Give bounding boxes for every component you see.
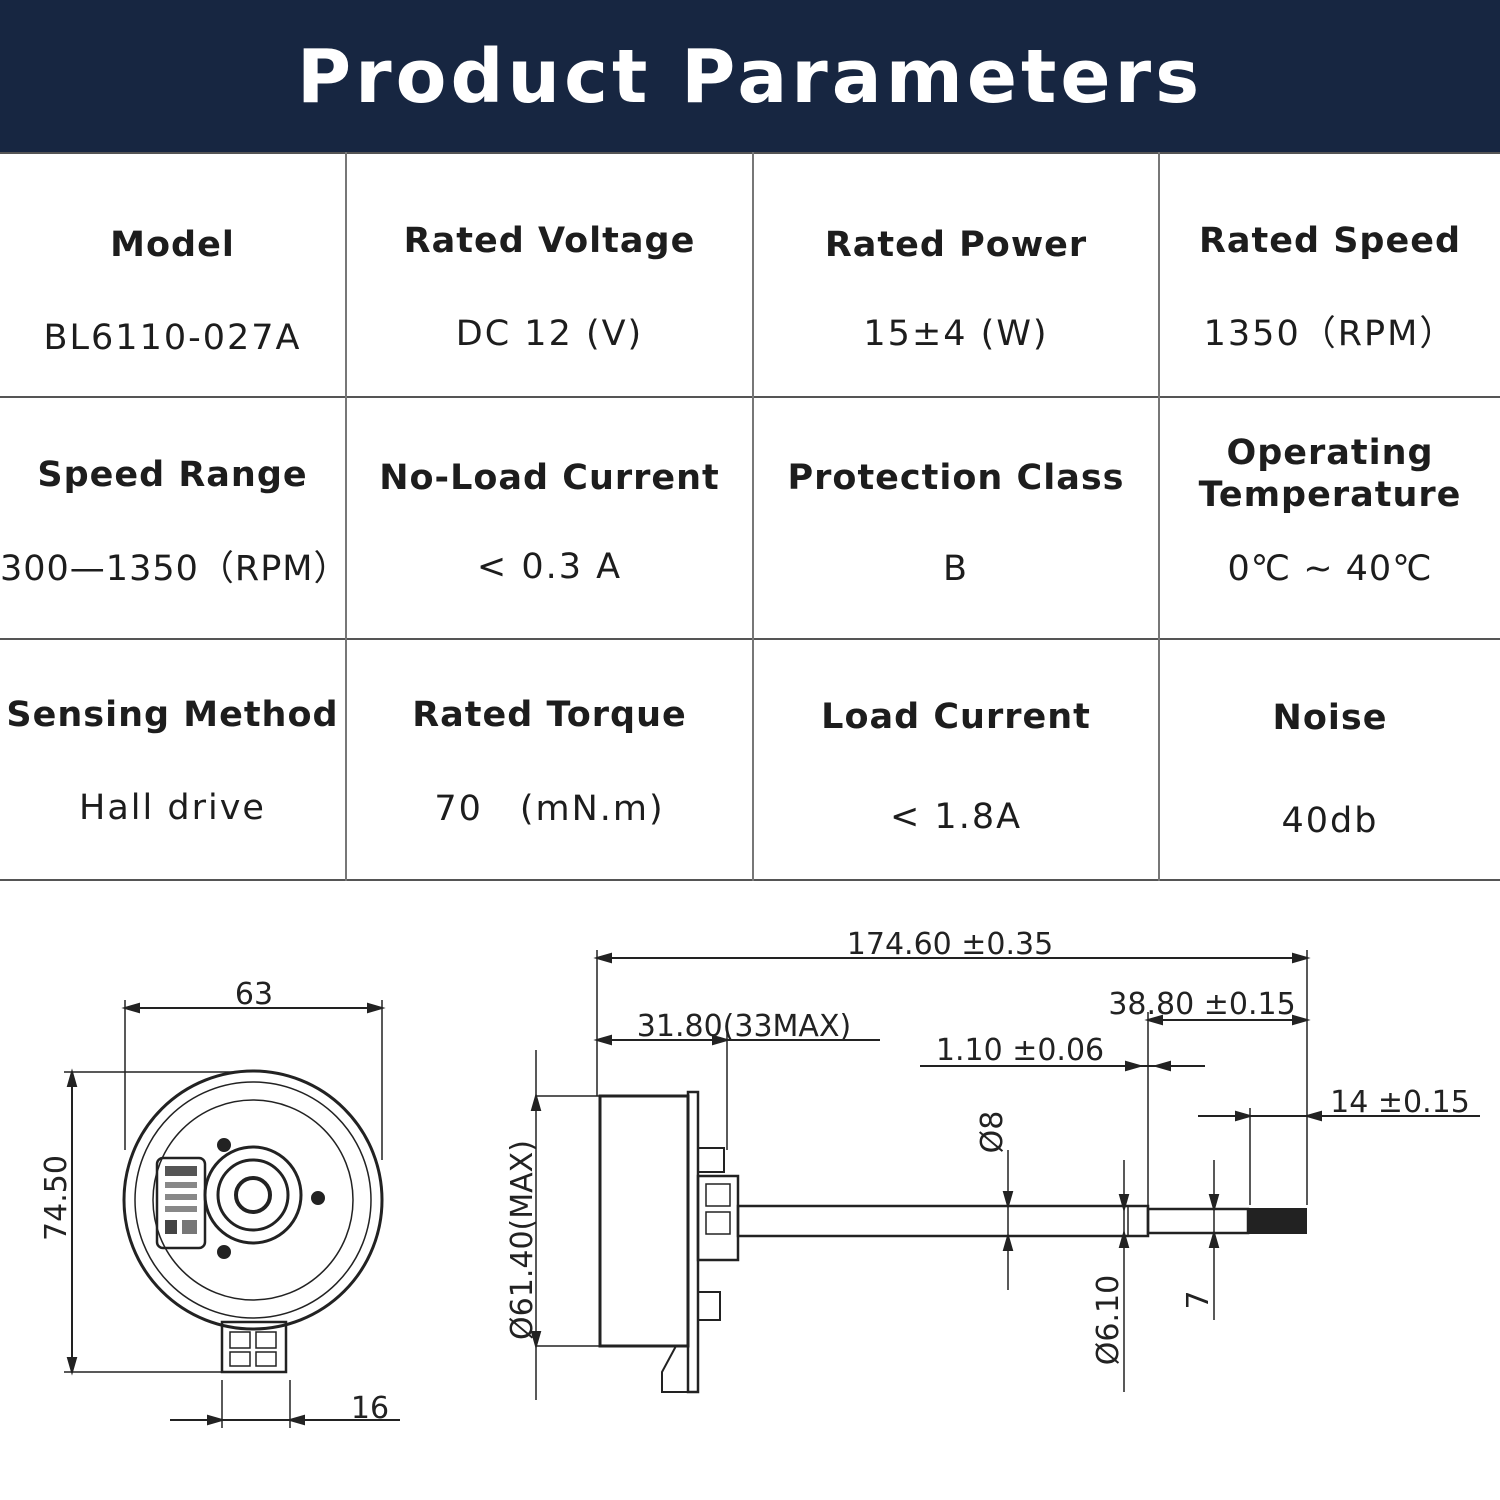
param-value: 1350（RPM）	[1203, 314, 1457, 354]
column-divider	[345, 152, 347, 881]
param-value: 300—1350（RPM）	[0, 549, 350, 589]
param-value: 70 (mN.m)	[434, 789, 665, 829]
param-label: Rated Speed	[1198, 221, 1462, 261]
column-divider	[752, 152, 754, 881]
param-cell-rated-voltage: Rated Voltage DC 12 (V)	[347, 152, 752, 396]
param-label: Protection Class	[787, 458, 1125, 498]
param-label: No-Load Current	[379, 458, 720, 498]
param-cell-operating-temperature: Operating Temperature 0℃ ~ 40℃	[1160, 398, 1500, 638]
dim-body-length-label: 31.80(33MAX)	[637, 1009, 851, 1044]
page-title: Product Parameters	[296, 34, 1204, 120]
param-value: 15±4 (W)	[863, 314, 1049, 354]
front-view	[64, 1000, 400, 1428]
param-value: < 1.8A	[889, 797, 1023, 837]
param-value: < 0.3 A	[476, 547, 623, 587]
param-cell-sensing-method: Sensing Method Hall drive	[0, 640, 345, 879]
param-label: Noise	[1272, 698, 1388, 738]
param-label: Load Current	[821, 697, 1091, 737]
param-label: Rated Voltage	[403, 221, 696, 261]
dim-neck-dia-label: Ø6.10	[1091, 1275, 1126, 1365]
dim-shaft-length-label: 38.80 ±0.15	[1108, 987, 1295, 1022]
param-cell-rated-speed: Rated Speed 1350（RPM）	[1160, 152, 1500, 396]
param-label: Sensing Method	[6, 695, 339, 735]
dim-connector-label: 16	[351, 1391, 389, 1426]
param-value: 0℃ ~ 40℃	[1227, 549, 1433, 589]
param-value: B	[942, 549, 969, 589]
table-border	[0, 152, 1500, 154]
row-divider	[0, 396, 1500, 398]
dim-body-dia-label: Ø61.40(MAX)	[505, 1140, 540, 1340]
dim-total-length-label: 174.60 ±0.35	[847, 927, 1053, 962]
dim-flat-label: 7	[1181, 1290, 1216, 1309]
param-value: Hall drive	[79, 788, 266, 828]
param-label: Rated Power	[824, 225, 1088, 265]
param-label: Model	[110, 225, 235, 265]
dim-step-label: 1.10 ±0.06	[936, 1033, 1104, 1068]
param-cell-speed-range: Speed Range 300—1350（RPM）	[0, 398, 350, 638]
param-cell-load-current: Load Current < 1.8A	[754, 640, 1158, 879]
row-divider	[0, 638, 1500, 640]
param-cell-no-load-current: No-Load Current < 0.3 A	[347, 398, 752, 638]
parameters-table: Model BL6110-027A Rated Voltage DC 12 (V…	[0, 152, 1500, 881]
technical-drawing: 63 74.50 16 174.60 ±0.35 38.80 ±0.15 31.…	[39, 927, 1480, 1428]
param-label: Rated Torque	[412, 695, 687, 735]
param-value: 40db	[1281, 801, 1379, 841]
dim-tip-label: 14 ±0.15	[1330, 1085, 1470, 1120]
dim-height-label: 74.50	[39, 1155, 74, 1241]
dim-shaft-dia-label: Ø8	[975, 1111, 1010, 1154]
column-divider	[1158, 152, 1160, 881]
header-banner: Product Parameters	[0, 0, 1500, 152]
param-label: Operating Temperature	[1198, 433, 1462, 515]
param-cell-protection-class: Protection Class B	[754, 398, 1158, 638]
param-value: DC 12 (V)	[455, 314, 644, 354]
side-view	[530, 950, 1480, 1400]
param-label: Speed Range	[37, 455, 308, 495]
param-cell-model: Model BL6110-027A	[0, 152, 345, 396]
param-cell-rated-power: Rated Power 15±4 (W)	[754, 152, 1158, 396]
dim-width-label: 63	[235, 977, 273, 1012]
param-cell-noise: Noise 40db	[1160, 640, 1500, 879]
param-value: BL6110-027A	[43, 318, 302, 358]
param-cell-rated-torque: Rated Torque 70 (mN.m)	[347, 640, 752, 879]
table-border	[0, 879, 1500, 881]
